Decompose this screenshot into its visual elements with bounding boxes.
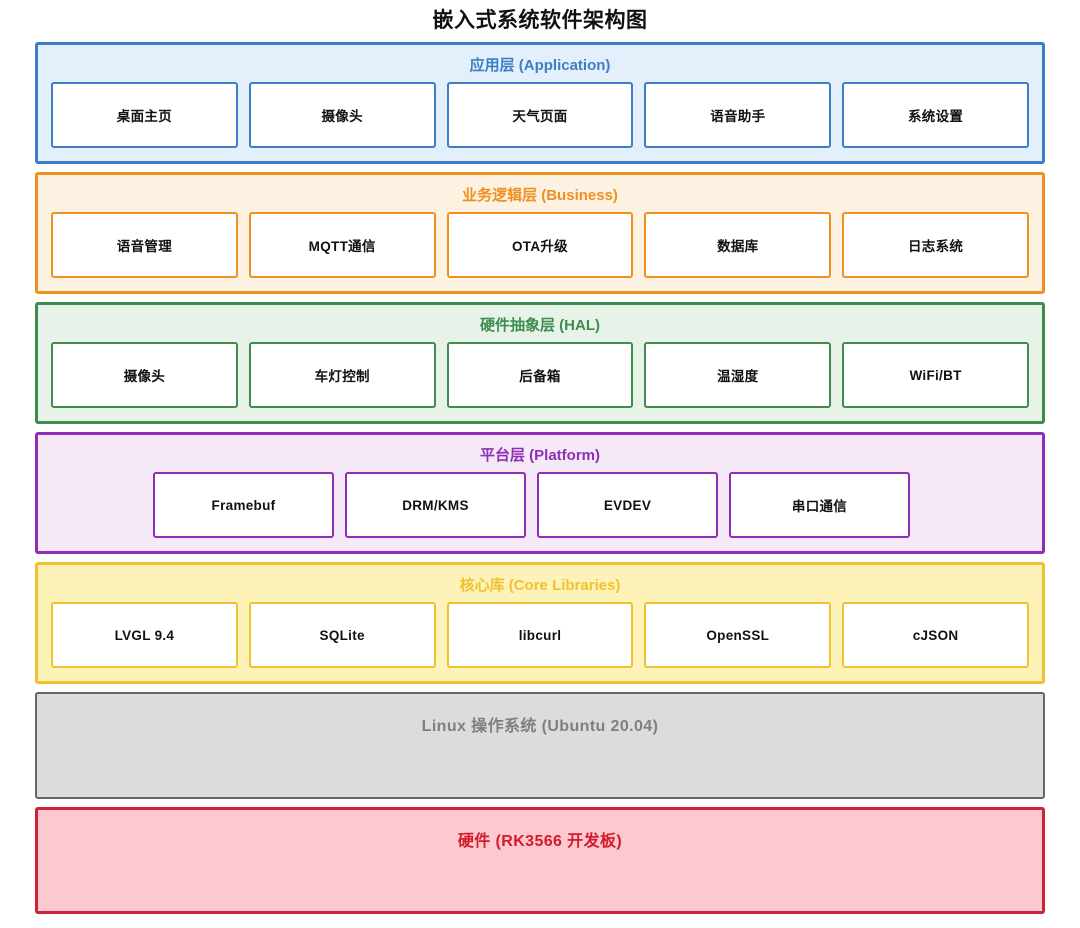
module-box[interactable]: OTA升级 bbox=[446, 212, 634, 278]
module-box[interactable]: OpenSSL bbox=[644, 602, 832, 668]
module-box[interactable]: 系统设置 bbox=[842, 82, 1029, 148]
layer-operating-system: Linux 操作系统 (Ubuntu 20.04) bbox=[35, 692, 1045, 799]
layer-stack: 应用层 (Application) 桌面主页 摄像头 天气页面 语音助手 系统设… bbox=[35, 42, 1045, 914]
module-box[interactable]: libcurl bbox=[446, 602, 634, 668]
module-box[interactable]: 语音助手 bbox=[644, 82, 832, 148]
module-box[interactable]: 后备箱 bbox=[446, 342, 634, 408]
module-box[interactable]: SQLite bbox=[248, 602, 436, 668]
module-box[interactable]: 温湿度 bbox=[644, 342, 832, 408]
module-box[interactable]: 摄像头 bbox=[248, 82, 436, 148]
layer-platform: 平台层 (Platform) Framebuf DRM/KMS EVDEV 串口… bbox=[35, 432, 1045, 554]
module-box[interactable]: 数据库 bbox=[644, 212, 832, 278]
module-box[interactable]: 语音管理 bbox=[51, 212, 238, 278]
module-box[interactable]: cJSON bbox=[842, 602, 1029, 668]
module-box[interactable]: 天气页面 bbox=[446, 82, 634, 148]
layer-application: 应用层 (Application) 桌面主页 摄像头 天气页面 语音助手 系统设… bbox=[35, 42, 1045, 164]
layer-platform-modules: Framebuf DRM/KMS EVDEV 串口通信 bbox=[38, 472, 1042, 551]
layer-application-modules: 桌面主页 摄像头 天气页面 语音助手 系统设置 bbox=[38, 82, 1042, 161]
module-box[interactable]: MQTT通信 bbox=[248, 212, 436, 278]
module-box[interactable]: 日志系统 bbox=[842, 212, 1029, 278]
layer-hal: 硬件抽象层 (HAL) 摄像头 车灯控制 后备箱 温湿度 WiFi/BT bbox=[35, 302, 1045, 424]
module-box[interactable]: DRM/KMS bbox=[345, 472, 526, 538]
layer-operating-system-title: Linux 操作系统 (Ubuntu 20.04) bbox=[421, 717, 659, 735]
module-box[interactable]: WiFi/BT bbox=[842, 342, 1029, 408]
module-box[interactable]: 车灯控制 bbox=[248, 342, 436, 408]
layer-hardware: 硬件 (RK3566 开发板) bbox=[35, 807, 1045, 914]
layer-core-libraries-modules: LVGL 9.4 SQLite libcurl OpenSSL cJSON bbox=[38, 602, 1042, 681]
layer-application-title: 应用层 (Application) bbox=[469, 57, 611, 74]
layer-hal-title: 硬件抽象层 (HAL) bbox=[480, 317, 600, 334]
module-box[interactable]: Framebuf bbox=[153, 472, 334, 538]
layer-hal-modules: 摄像头 车灯控制 后备箱 温湿度 WiFi/BT bbox=[38, 342, 1042, 421]
layer-business-title: 业务逻辑层 (Business) bbox=[462, 187, 618, 204]
module-box[interactable]: LVGL 9.4 bbox=[51, 602, 238, 668]
page-title: 嵌入式系统软件架构图 bbox=[432, 9, 648, 32]
module-box[interactable]: 串口通信 bbox=[729, 472, 910, 538]
module-box[interactable]: EVDEV bbox=[537, 472, 718, 538]
module-box[interactable]: 桌面主页 bbox=[51, 82, 238, 148]
layer-business-modules: 语音管理 MQTT通信 OTA升级 数据库 日志系统 bbox=[38, 212, 1042, 291]
layer-core-libraries: 核心库 (Core Libraries) LVGL 9.4 SQLite lib… bbox=[35, 562, 1045, 684]
layer-hardware-title: 硬件 (RK3566 开发板) bbox=[457, 832, 623, 850]
module-box[interactable]: 摄像头 bbox=[51, 342, 238, 408]
layer-core-libraries-title: 核心库 (Core Libraries) bbox=[459, 577, 621, 594]
layer-business: 业务逻辑层 (Business) 语音管理 MQTT通信 OTA升级 数据库 日… bbox=[35, 172, 1045, 294]
layer-platform-title: 平台层 (Platform) bbox=[479, 447, 600, 464]
